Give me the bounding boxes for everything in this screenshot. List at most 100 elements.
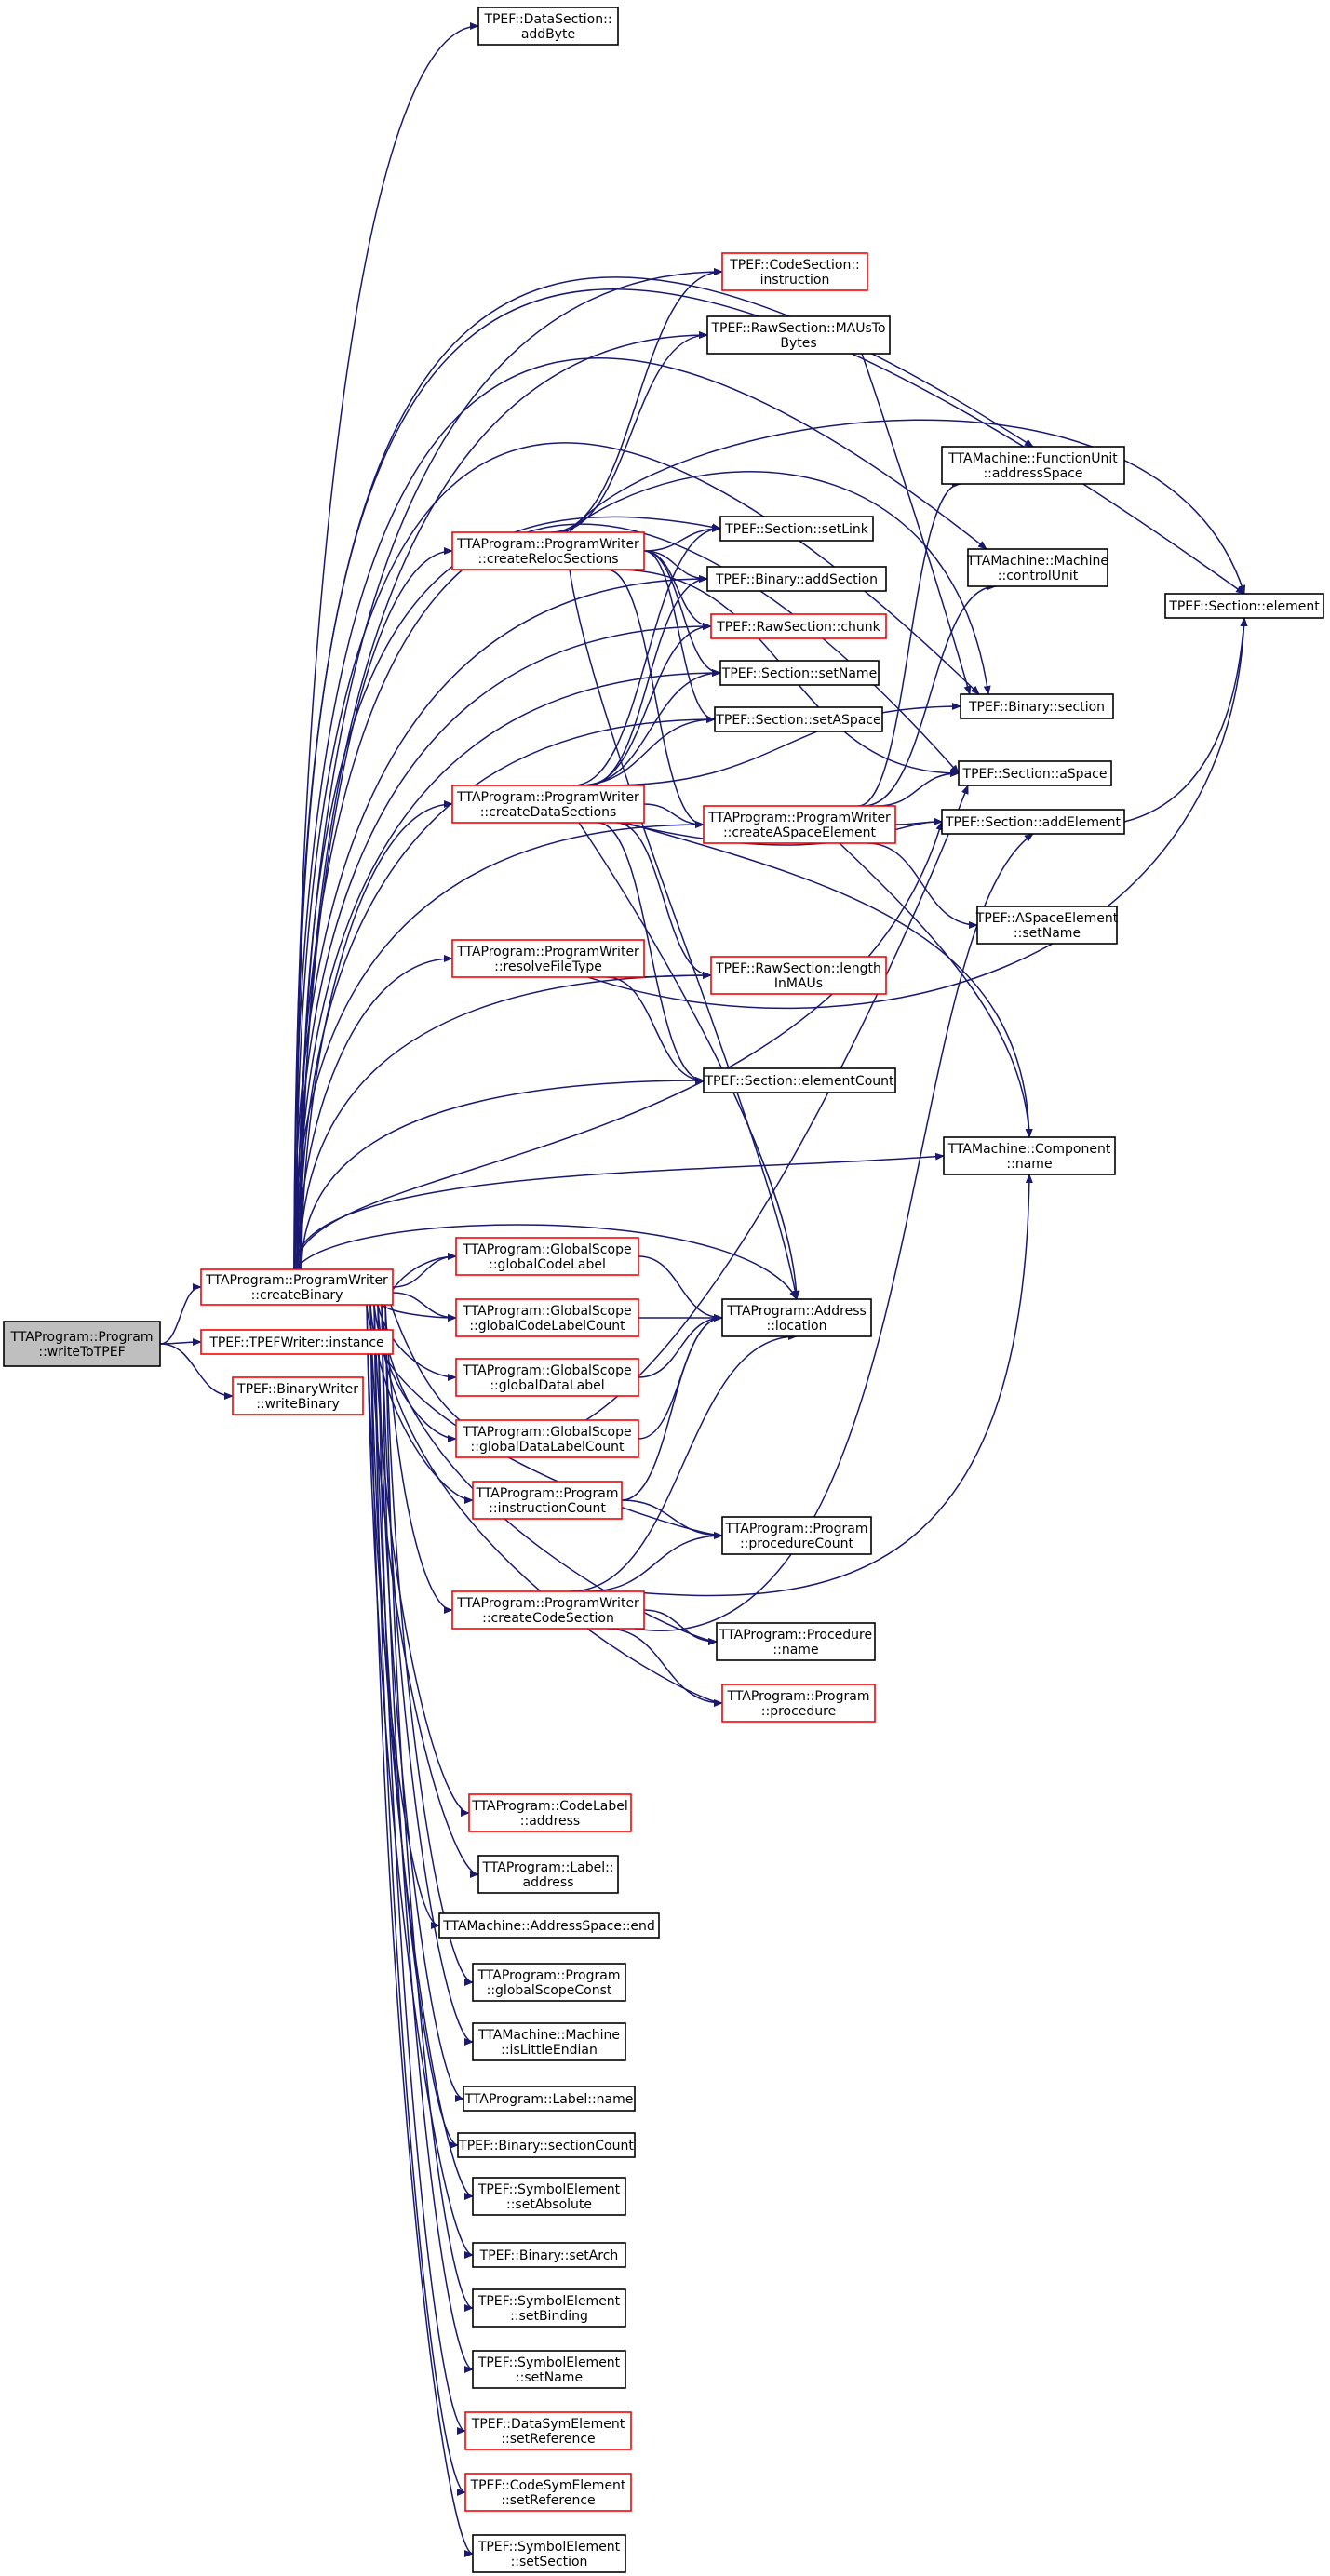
node-binarySection[interactable]: TPEF::Binary::section — [960, 693, 1114, 719]
edge-ds-bsec — [606, 703, 961, 786]
node-procedureName[interactable]: TTAProgram::Procedure::name — [716, 1622, 876, 1661]
node-box — [455, 1298, 639, 1337]
edge-cbd-codeSymSetReference — [373, 1304, 466, 2496]
node-box — [941, 809, 1125, 835]
node-label: TTAMachine::Component — [947, 1142, 1111, 1157]
node-box — [958, 760, 1112, 786]
node-box — [477, 1855, 619, 1894]
node-createDataSections[interactable]: TTAProgram::ProgramWriter::createDataSec… — [451, 785, 645, 824]
node-aspaceSetName[interactable]: TPEF::ASpaceElement::setName — [975, 906, 1119, 945]
node-box — [472, 2177, 626, 2216]
node-sectionElement[interactable]: TPEF::Section::element — [1164, 593, 1324, 619]
node-label: TPEF::Binary::addSection — [715, 572, 878, 587]
node-addressSpaceEnd[interactable]: TTAMachine::AddressSpace::end — [438, 1912, 660, 1939]
node-tpefInstance[interactable]: TPEF::TPEFWriter::instance — [200, 1329, 394, 1355]
edge-rs-cae — [606, 569, 705, 828]
node-setASpace[interactable]: TPEF::Section::setASpace — [714, 706, 883, 732]
node-setLink[interactable]: TPEF::Section::setLink — [719, 516, 874, 542]
node-addElement[interactable]: TPEF::Section::addElement — [941, 809, 1125, 835]
node-setName[interactable]: TPEF::Section::setName — [719, 660, 880, 686]
node-label: Bytes — [780, 336, 816, 351]
node-writeToTPEF[interactable]: TTAProgram::Program::writeToTPEF — [3, 1321, 161, 1367]
edge-cs-pname — [643, 1609, 718, 1645]
node-componentName[interactable]: TTAMachine::Component::name — [943, 1136, 1116, 1175]
edge-rs-loc — [569, 569, 799, 1300]
node-sectionASpace[interactable]: TPEF::Section::aSpace — [958, 760, 1112, 786]
edge-cbd-symbolSetName — [381, 1304, 474, 2373]
node-label: TPEF::SymbolElement — [477, 2182, 621, 2197]
edge-cb-machineControlUnit — [293, 357, 987, 1270]
node-fuAddressSpace[interactable]: TTAMachine::FunctionUnit::addressSpace — [941, 446, 1125, 485]
node-label: TTAProgram::Program — [477, 1968, 621, 1983]
node-codeInstruction[interactable]: TPEF::CodeSection::instruction — [721, 252, 868, 291]
edge-cb-addElement — [295, 821, 944, 1270]
node-writeBinary[interactable]: TPEF::BinaryWriter::writeBinary — [232, 1376, 364, 1415]
node-machineControlUnit[interactable]: TTAMachine::Machine::controlUnit — [966, 548, 1108, 587]
node-sectionCount[interactable]: TPEF::Binary::sectionCount — [457, 2132, 636, 2158]
node-globalCodeLabelCount[interactable]: TTAProgram::GlobalScope::globalCodeLabel… — [455, 1298, 639, 1337]
edge-cbd-labelName — [377, 1304, 464, 2102]
node-globalDataLabel[interactable]: TTAProgram::GlobalScope::globalDataLabel — [455, 1358, 639, 1397]
node-globalCodeLabel[interactable]: TTAProgram::GlobalScope::globalCodeLabel — [455, 1237, 639, 1276]
node-label: TTAProgram::Address — [726, 1304, 867, 1319]
node-instructionCount[interactable]: TTAProgram::Program::instructionCount — [472, 1481, 623, 1520]
node-procedureCount[interactable]: TTAProgram::Program::procedureCount — [721, 1516, 872, 1555]
node-box — [706, 315, 891, 355]
node-label: ::name — [772, 1643, 818, 1657]
node-addressLocation[interactable]: TTAProgram::Address::location — [721, 1298, 872, 1337]
node-label: ::name — [1006, 1157, 1052, 1172]
node-globalDataLabelCount[interactable]: TTAProgram::GlobalScope::globalDataLabel… — [455, 1419, 639, 1458]
node-dataSymSetReference[interactable]: TPEF::DataSymElement::setReference — [464, 2411, 632, 2450]
edge-cbr-gclc — [392, 1292, 457, 1322]
node-addSection[interactable]: TPEF::Binary::addSection — [706, 566, 887, 592]
node-box — [200, 1329, 394, 1355]
node-resolveFileType[interactable]: TTAProgram::ProgramWriter::resolveFileTy… — [451, 939, 645, 978]
node-rawChunk[interactable]: TPEF::RawSection::chunk — [710, 613, 887, 639]
node-setArch[interactable]: TPEF::Binary::setArch — [472, 2242, 626, 2268]
edge-maus-bsec — [861, 353, 972, 695]
node-programProcedure[interactable]: TTAProgram::Program::procedure — [721, 1684, 876, 1723]
node-createASpaceElement[interactable]: TTAProgram::ProgramWriter::createASpaceE… — [703, 805, 896, 844]
node-isLittleEndian[interactable]: TTAMachine::Machine::isLittleEndian — [472, 2022, 626, 2061]
edge-cbd-globalCodeLabel — [384, 1253, 457, 1306]
edge-cbd-isLittleEndian — [381, 1304, 474, 2046]
node-createCodeSection[interactable]: TTAProgram::ProgramWriter::createCodeSec… — [451, 1590, 645, 1630]
node-addByte[interactable]: TPEF::DataSection::addByte — [477, 7, 619, 46]
node-box — [463, 2086, 636, 2112]
node-box — [719, 660, 880, 686]
node-globalScopeConst[interactable]: TTAProgram::Program::globalScopeConst — [472, 1963, 626, 2002]
node-box — [455, 1358, 639, 1397]
node-elementCount[interactable]: TPEF::Section::elementCount — [703, 1067, 896, 1093]
edge-ds-name — [580, 669, 721, 786]
edge-cbd-setBinding — [384, 1304, 474, 2312]
edge-rs-elem — [569, 419, 1246, 595]
edge-ca-setname — [867, 842, 978, 929]
node-label: TTAProgram::Procedure — [719, 1628, 872, 1643]
edge-ds-aspace — [576, 716, 716, 786]
edge-cb-setLink — [300, 516, 721, 1270]
node-symbolSetName[interactable]: TPEF::SymbolElement::setName — [472, 2350, 626, 2389]
node-labelAddress[interactable]: TTAProgram::Label::address — [477, 1855, 619, 1894]
node-label: ::setReference — [501, 2432, 595, 2447]
node-setSection[interactable]: TPEF::SymbolElement::setSection — [472, 2534, 626, 2573]
edge-ds-count — [597, 822, 705, 1084]
node-setBinding[interactable]: TPEF::SymbolElement::setBinding — [472, 2288, 626, 2328]
edge-rs-setName — [643, 550, 721, 677]
edge-cs-proc — [606, 1628, 723, 1707]
edge-ds-link — [572, 525, 721, 786]
node-codeLabelAddress[interactable]: TTAProgram::CodeLabel::address — [468, 1793, 632, 1832]
node-createBinary[interactable]: TTAProgram::ProgramWriter::createBinary — [200, 1268, 394, 1306]
node-codeSymSetReference[interactable]: TPEF::CodeSymElement::setReference — [464, 2473, 632, 2512]
node-label: TPEF::Binary::setArch — [479, 2248, 619, 2263]
edge-cb-rawChunk — [295, 623, 712, 1270]
node-setAbsolute[interactable]: TPEF::SymbolElement::setAbsolute — [472, 2177, 626, 2216]
node-labelName[interactable]: TTAProgram::Label::name — [463, 2086, 636, 2112]
node-createRelocSections[interactable]: TTAProgram::ProgramWriter::createRelocSe… — [451, 531, 645, 570]
call-nodes: TTAProgram::Program::writeToTPEFTTAProgr… — [3, 7, 1324, 2573]
node-label: ::address — [520, 1814, 580, 1829]
node-label: ::controlUnit — [998, 569, 1079, 584]
node-label: TPEF::TPEFWriter::instance — [208, 1335, 383, 1350]
edge-cb-createRelocSections — [299, 547, 453, 1270]
